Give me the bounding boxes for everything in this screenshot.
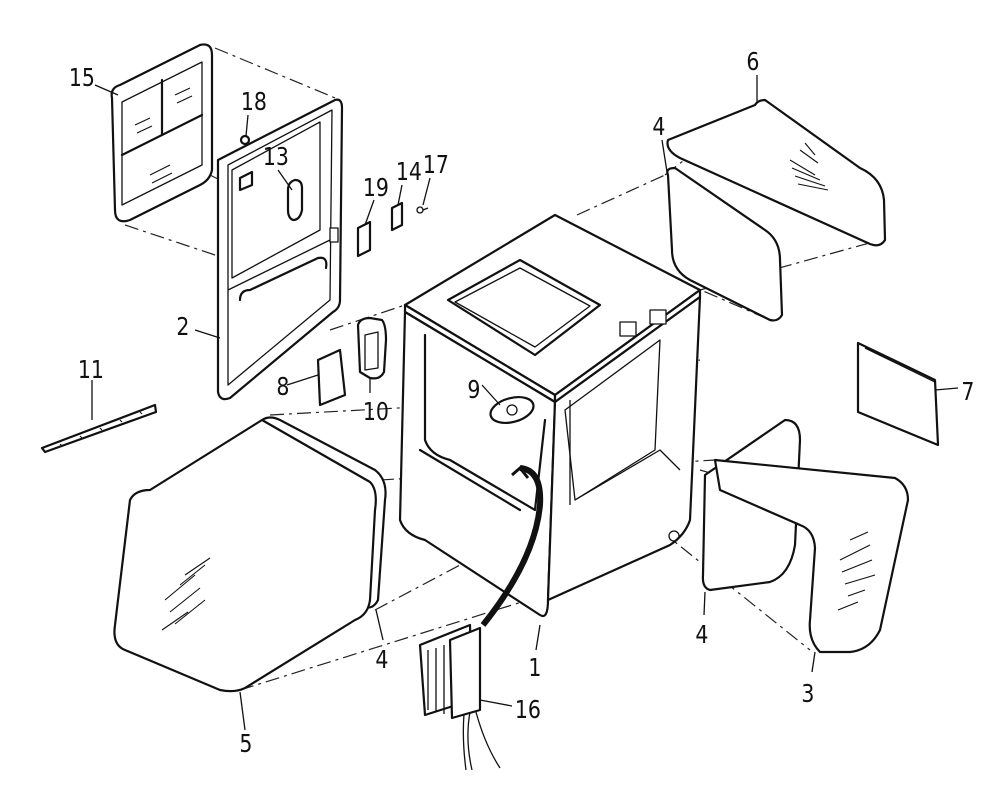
callout-19: 19 (363, 174, 389, 202)
callout-11: 11 (78, 356, 104, 384)
callout-9: 9 (467, 376, 480, 404)
callout-4-upper: 4 (652, 113, 665, 141)
callout-6: 6 (746, 48, 759, 76)
callout-18: 18 (241, 88, 267, 116)
callout-5: 5 (239, 730, 252, 758)
side-glass-4-upper (666, 166, 784, 322)
front-glass-5 (113, 418, 377, 693)
callout-4-right: 4 (695, 621, 708, 649)
relay-block-16 (418, 465, 544, 771)
callout-8: 8 (276, 373, 289, 401)
right-glass-3 (713, 458, 910, 654)
callout-4-left: 4 (375, 646, 388, 674)
callout-1: 1 (528, 654, 541, 682)
callout-16: 16 (515, 696, 541, 724)
callout-15: 15 (69, 64, 95, 92)
callout-13: 13 (263, 143, 289, 171)
callout-7: 7 (961, 378, 974, 406)
callout-10: 10 (363, 398, 389, 426)
rear-glass-6 (666, 98, 887, 247)
door-2 (216, 98, 344, 401)
callout-3: 3 (801, 680, 814, 708)
callout-labels: 15 18 13 19 14 17 4 6 2 11 8 10 9 7 4 1 … (69, 48, 975, 758)
callout-14: 14 (396, 158, 422, 186)
callout-2: 2 (176, 313, 189, 341)
strip-11 (40, 403, 158, 454)
small-parts (239, 134, 429, 407)
callout-17: 17 (423, 151, 449, 179)
cab-frame-1 (398, 213, 702, 618)
panel-7 (856, 341, 940, 447)
leader-lines (91, 75, 959, 731)
door-window-15 (110, 43, 214, 223)
